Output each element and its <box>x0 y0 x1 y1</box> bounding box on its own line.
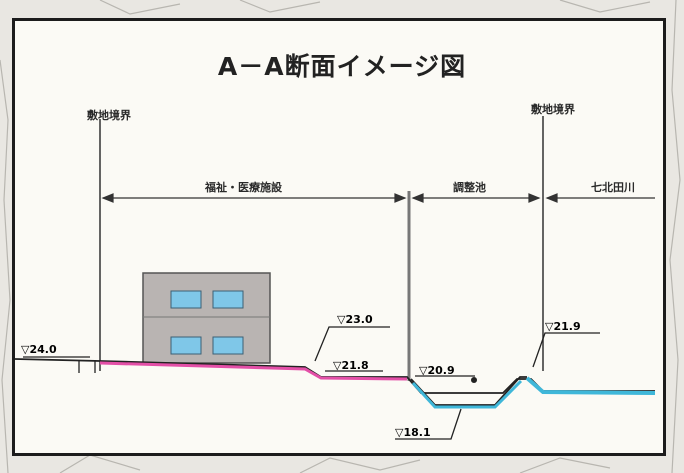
leader-right-bank <box>532 332 600 368</box>
boundary-left-label: 敷地境界 <box>87 109 131 122</box>
dimension-welfare <box>101 193 407 203</box>
leader-pond-bottom <box>395 408 462 440</box>
window <box>212 336 244 355</box>
elevation-ground-left: ▽24.0 <box>21 343 57 356</box>
dimension-pond <box>411 193 541 203</box>
window <box>170 336 202 355</box>
elevation-right-bank: ▽21.9 <box>545 320 581 333</box>
river-line-blue <box>525 376 656 395</box>
section-diagram-frame: A－A断面イメージ図 敷地境界 敷地境界 福祉・医療施設 調整池 七北田川 <box>12 18 666 456</box>
elevation-pond-bottom: ▽18.1 <box>395 426 431 439</box>
elevation-pond-water: ▽20.9 <box>419 364 455 377</box>
window <box>170 290 202 309</box>
window <box>212 290 244 309</box>
ground-grade-pink <box>99 361 408 381</box>
pond-water-blue <box>411 379 523 409</box>
leader-bank-top <box>314 326 390 362</box>
zone-field-label: 七北田川 <box>591 181 635 194</box>
pond-water-marker <box>471 377 477 383</box>
section-drawing: ▽24.0 ▽23.0 ▽21.8 ▽20.9 ▽18.1 ▽21.9 <box>15 116 656 440</box>
boundary-right-label: 敷地境界 <box>531 103 575 116</box>
elevation-bank-top: ▽23.0 <box>337 313 373 326</box>
elevation-bank-low: ▽21.8 <box>333 359 369 372</box>
zone-welfare-label: 福祉・医療施設 <box>205 181 282 194</box>
building <box>142 272 271 364</box>
zone-pond-label: 調整池 <box>453 181 486 194</box>
dimension-field <box>545 193 655 203</box>
diagram-title: A－A断面イメージ図 <box>217 52 467 81</box>
